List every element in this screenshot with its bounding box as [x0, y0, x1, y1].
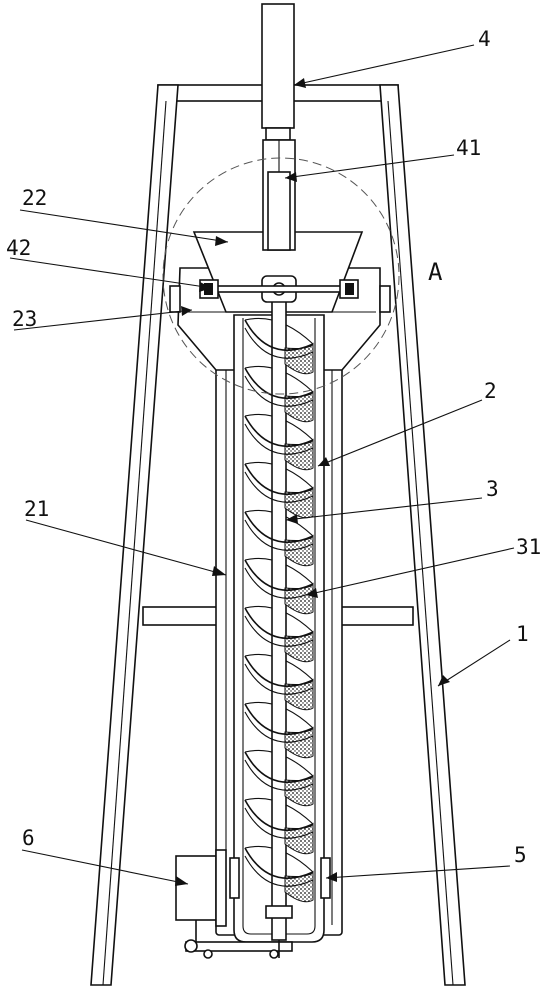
label-23: 23	[12, 307, 37, 331]
screw-flight-edge	[244, 711, 314, 743]
label-42: 42	[6, 236, 31, 260]
drive-motor	[175, 855, 217, 921]
screw-shaft	[271, 279, 287, 941]
label-6: 6	[22, 826, 35, 850]
screw-flight-front	[244, 511, 314, 544]
bearing-left	[229, 857, 240, 899]
screw-flight-edge	[244, 519, 314, 551]
screw-flight-edge	[244, 567, 314, 599]
screw-flight-edge	[244, 807, 314, 839]
screw-flight-edge	[244, 615, 314, 647]
label-21: 21	[24, 497, 49, 521]
label-3: 3	[486, 477, 499, 501]
label-4: 4	[478, 27, 491, 51]
screw-flight-front	[244, 415, 314, 448]
screw-flight-edge	[244, 759, 314, 791]
screw-flight-front	[244, 847, 314, 880]
screw-flight-front	[244, 463, 314, 496]
label-A: A	[428, 258, 443, 286]
screw-flight-edge	[244, 375, 314, 407]
bottom-assembly	[175, 849, 331, 959]
screw-flight-front	[244, 367, 314, 400]
leader-arrowheads	[175, 78, 450, 886]
screw-flight-edge	[244, 471, 314, 503]
part-labels: 4 41 22 42 23 A 2 3 21 31 1 6 5	[6, 27, 541, 867]
screw-flight-front	[244, 703, 314, 736]
screw-flight-front	[244, 559, 314, 592]
screw-flight-edge	[244, 423, 314, 455]
screw-flight-front	[244, 655, 314, 688]
label-22: 22	[22, 186, 47, 210]
screw-flight-edge	[244, 327, 314, 359]
screw-flight-front	[244, 751, 314, 784]
label-2: 2	[484, 379, 497, 403]
label-41: 41	[456, 136, 481, 160]
label-1: 1	[516, 622, 529, 646]
frame-left-leg	[90, 84, 179, 986]
drive-belt	[185, 941, 293, 952]
label-5: 5	[514, 843, 527, 867]
screw-flight-front	[244, 319, 314, 352]
screw-flight-front	[244, 799, 314, 832]
support-frame	[90, 84, 466, 986]
screw-flight-edge	[244, 855, 314, 887]
screw-flight-edge	[244, 663, 314, 695]
leader-lines	[9, 44, 515, 885]
screw-flight-front	[244, 607, 314, 640]
detail-circle-A	[162, 157, 400, 395]
frame-right-leg	[379, 84, 466, 986]
actuator-cylinder	[261, 3, 295, 129]
label-31: 31	[516, 535, 541, 559]
